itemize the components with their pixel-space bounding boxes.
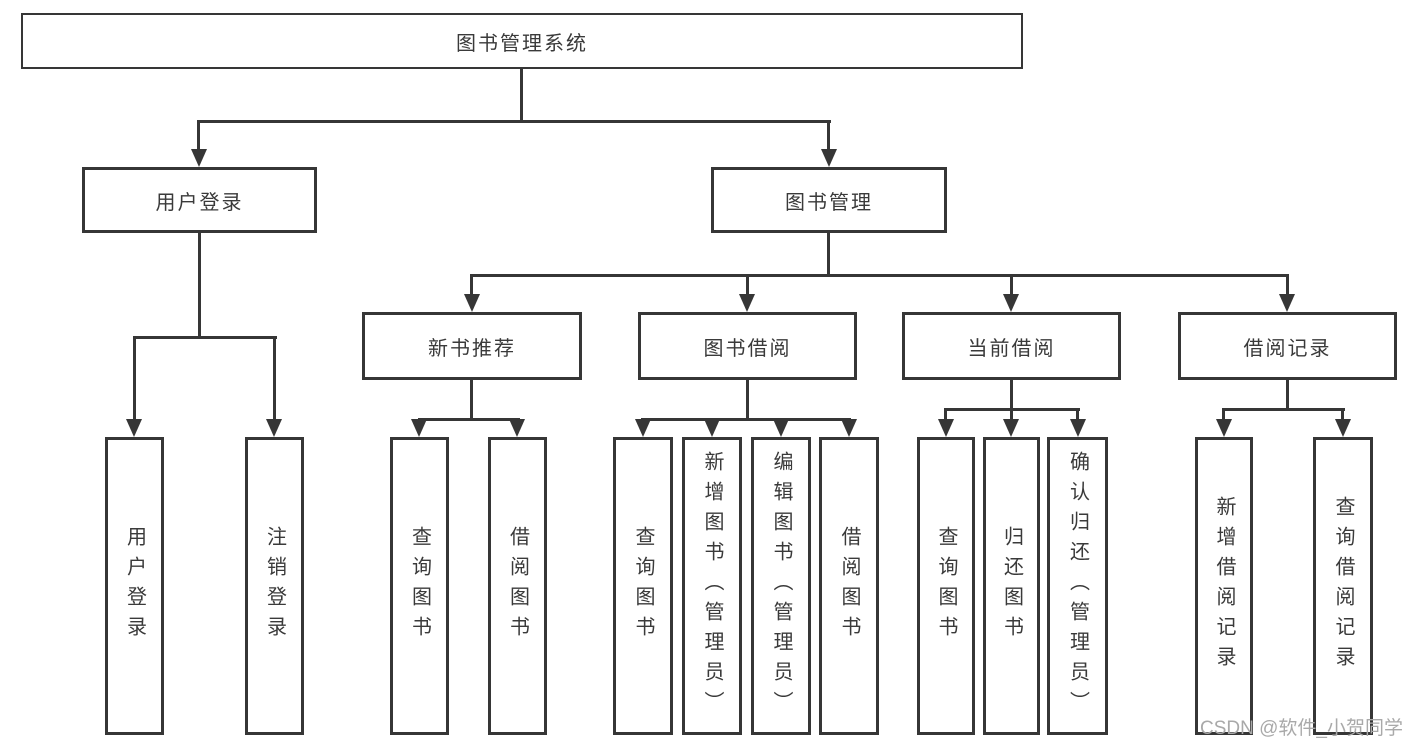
connector-user-login-down bbox=[198, 233, 201, 339]
connector-book-mgmt-hbar bbox=[470, 274, 1289, 277]
arrow-to-leaf-logout bbox=[266, 419, 282, 437]
connector-cb-query-stem bbox=[944, 408, 947, 421]
leaf-nbr-borrow-books-label: 借阅图书 bbox=[506, 526, 529, 646]
leaf-rec-query-borrow-record: 查询借阅记录 bbox=[1313, 437, 1373, 735]
connector-rec-query-stem bbox=[1341, 408, 1344, 421]
leaf-bb-query-books-label: 查询图书 bbox=[632, 526, 654, 646]
leaf-bb-edit-books-admin: 编辑图书（管理员） bbox=[751, 437, 811, 735]
node-borrowing-records: 借阅记录 bbox=[1178, 312, 1397, 380]
arrow-to-nbr-query bbox=[411, 419, 427, 437]
leaf-logout-login: 注销登录 bbox=[245, 437, 304, 735]
leaf-bb-borrow-books: 借阅图书 bbox=[819, 437, 879, 735]
arrow-to-bb-query bbox=[635, 419, 651, 437]
arrow-to-cb-confirm bbox=[1070, 419, 1086, 437]
leaf-user-login: 用户登录 bbox=[105, 437, 164, 735]
connector-user-login-stem bbox=[197, 120, 200, 150]
arrow-to-cb-query bbox=[938, 419, 954, 437]
arrow-to-nbr-borrow bbox=[509, 419, 525, 437]
node-root: 图书管理系统 bbox=[21, 13, 1023, 69]
node-book-management-label: 图书管理 bbox=[785, 191, 873, 214]
arrow-to-rec-add bbox=[1216, 419, 1232, 437]
node-user-login: 用户登录 bbox=[82, 167, 317, 233]
connector-book-borrow-hbar bbox=[641, 418, 851, 421]
arrow-to-bb-borrow bbox=[841, 419, 857, 437]
connector-root-hbar bbox=[197, 120, 831, 123]
leaf-bb-borrow-books-label: 借阅图书 bbox=[838, 526, 860, 646]
connector-book-mgmt-down bbox=[827, 233, 830, 277]
connector-new-rec-hbar bbox=[418, 418, 520, 421]
arrow-to-records bbox=[1279, 294, 1295, 312]
leaf-cb-confirm-return-admin: 确认归还（管理员） bbox=[1047, 437, 1108, 735]
connector-records-down bbox=[1286, 380, 1289, 411]
node-root-label: 图书管理系统 bbox=[456, 32, 588, 55]
connector-rec-add-stem bbox=[1222, 408, 1225, 421]
node-book-borrowing-label: 图书借阅 bbox=[703, 337, 792, 360]
node-book-borrowing: 图书借阅 bbox=[638, 312, 857, 380]
connector-records-hbar bbox=[1222, 408, 1345, 411]
leaf-user-login-label: 用户登录 bbox=[123, 526, 146, 646]
arrow-to-rec-query bbox=[1335, 419, 1351, 437]
node-borrowing-records-label: 借阅记录 bbox=[1243, 337, 1332, 360]
connector-new-rec-stem bbox=[470, 274, 473, 296]
arrow-to-book-mgmt bbox=[821, 149, 837, 167]
node-new-book-recommend-label: 新书推荐 bbox=[428, 337, 516, 360]
connector-leaf-user-login-stem bbox=[133, 336, 136, 421]
leaf-nbr-borrow-books: 借阅图书 bbox=[488, 437, 547, 735]
leaf-logout-login-label: 注销登录 bbox=[263, 526, 286, 646]
connector-cb-return-stem bbox=[1010, 408, 1013, 421]
leaf-bb-add-books-admin-label: 新增图书（管理员） bbox=[701, 451, 723, 721]
arrow-to-book-borrow bbox=[739, 294, 755, 312]
connector-user-login-hbar bbox=[133, 336, 277, 339]
node-book-management: 图书管理 bbox=[711, 167, 947, 233]
leaf-cb-query-books: 查询图书 bbox=[917, 437, 975, 735]
connector-root-stem bbox=[520, 69, 523, 123]
connector-leaf-logout-stem bbox=[273, 336, 276, 421]
node-user-login-label: 用户登录 bbox=[155, 191, 244, 214]
connector-book-mgmt-stem bbox=[827, 120, 830, 150]
arrow-to-current bbox=[1003, 294, 1019, 312]
arrow-to-cb-return bbox=[1003, 419, 1019, 437]
connector-cb-confirm-stem bbox=[1076, 408, 1079, 421]
leaf-bb-query-books: 查询图书 bbox=[613, 437, 673, 735]
arrow-to-bb-edit bbox=[773, 419, 789, 437]
node-current-borrowing: 当前借阅 bbox=[902, 312, 1121, 380]
leaf-bb-add-books-admin: 新增图书（管理员） bbox=[682, 437, 742, 735]
leaf-bb-edit-books-admin-label: 编辑图书（管理员） bbox=[770, 451, 792, 721]
connector-current-stem bbox=[1010, 274, 1013, 296]
leaf-cb-query-books-label: 查询图书 bbox=[935, 526, 957, 646]
arrow-to-bb-add bbox=[704, 419, 720, 437]
leaf-rec-add-borrow-record-label: 新增借阅记录 bbox=[1213, 496, 1235, 676]
leaf-cb-return-books: 归还图书 bbox=[983, 437, 1040, 735]
connector-current-down bbox=[1010, 380, 1013, 411]
leaf-rec-query-borrow-record-label: 查询借阅记录 bbox=[1332, 496, 1354, 676]
node-new-book-recommend: 新书推荐 bbox=[362, 312, 582, 380]
node-current-borrowing-label: 当前借阅 bbox=[967, 337, 1056, 360]
leaf-nbr-query-books-label: 查询图书 bbox=[408, 526, 431, 646]
leaf-cb-return-books-label: 归还图书 bbox=[1000, 526, 1023, 646]
connector-book-borrow-stem bbox=[746, 274, 749, 296]
leaf-rec-add-borrow-record: 新增借阅记录 bbox=[1195, 437, 1253, 735]
connector-new-rec-down bbox=[470, 380, 473, 421]
connector-records-stem bbox=[1286, 274, 1289, 296]
csdn-watermark: CSDN @软件_小贺同学 bbox=[1200, 718, 1403, 739]
leaf-cb-confirm-return-admin-label: 确认归还（管理员） bbox=[1066, 451, 1089, 721]
arrow-to-new-rec bbox=[464, 294, 480, 312]
connector-book-borrow-down bbox=[746, 380, 749, 421]
leaf-nbr-query-books: 查询图书 bbox=[390, 437, 449, 735]
arrow-to-leaf-user-login bbox=[126, 419, 142, 437]
arrow-to-user-login bbox=[191, 149, 207, 167]
